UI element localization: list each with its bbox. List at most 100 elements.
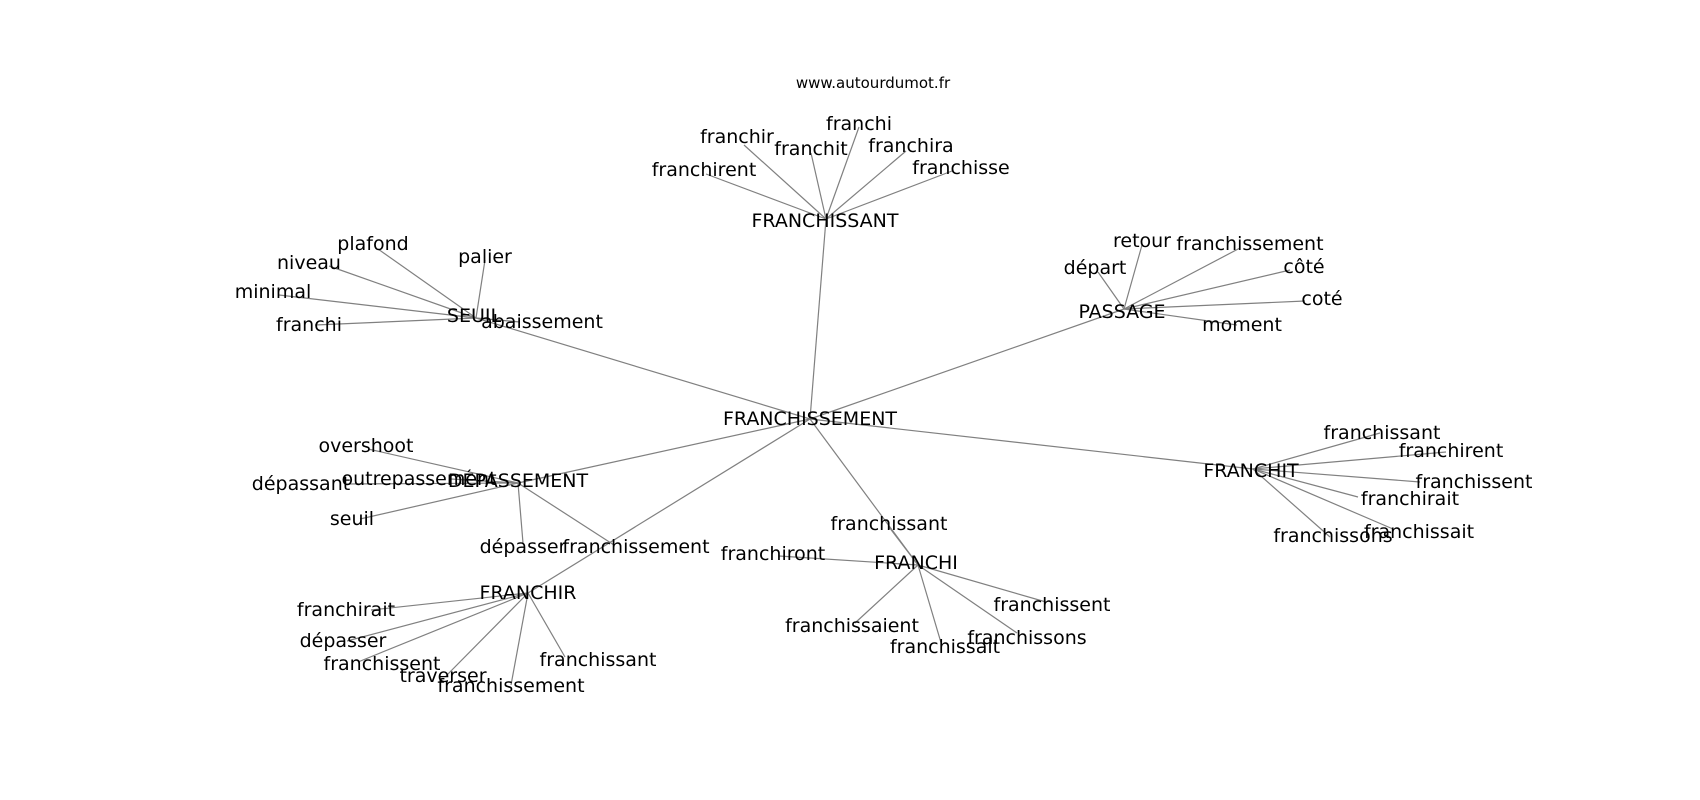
- edge-hub-5-leaf-1: [778, 555, 919, 566]
- edge-hub-5-leaf-2: [917, 564, 1047, 603]
- edge-hub-4-leaf-2: [1252, 468, 1421, 483]
- edge-hub-4-leaf-3: [1252, 468, 1359, 498]
- leaf-node-label: franchissons: [967, 627, 1086, 649]
- edge-hub-0-leaf-3: [825, 150, 907, 220]
- edge-hub-3-leaf-2: [344, 482, 519, 485]
- hub-node-label: SEUIL: [447, 305, 502, 327]
- edge-hub-1-leaf-4: [314, 317, 477, 326]
- leaf-node-label: franchirait: [297, 599, 395, 621]
- leaf-node-label: franchissement: [562, 536, 709, 558]
- edge-hub-5-leaf-0: [888, 526, 919, 566]
- leaf-node-label: franchi: [826, 113, 892, 135]
- edge-hub-4-leaf-0: [1252, 432, 1381, 470]
- edge-root-hub-2: [809, 308, 1125, 420]
- edge-hub-2-leaf-4: [1123, 300, 1306, 310]
- edge-hub-2-leaf-2: [1097, 271, 1125, 310]
- leaf-node-label: franchissant: [540, 649, 657, 671]
- leaf-node-label: franchissent: [994, 594, 1111, 616]
- leaf-node-label: minimal: [235, 281, 312, 303]
- leaf-node-label: franchiront: [721, 543, 825, 565]
- edge-hub-0-leaf-5: [825, 170, 953, 220]
- edge-root-hub-4: [809, 418, 1254, 470]
- edge-hub-6-leaf-1: [346, 592, 529, 642]
- leaf-node-label: franchissement: [437, 675, 584, 697]
- leaf-node-label: palier: [458, 246, 512, 268]
- leaf-node-label: franchir: [700, 126, 774, 148]
- edge-hub-5-leaf-3: [854, 564, 919, 624]
- edge-hub-2-leaf-0: [1123, 244, 1143, 310]
- edge-root-hub-0: [809, 218, 827, 420]
- edge-hub-4-leaf-4: [1252, 468, 1394, 530]
- edge-hub-0-leaf-2: [825, 126, 860, 220]
- edge-root-hub-1: [475, 317, 811, 420]
- leaf-node-label: franchirent: [652, 159, 757, 181]
- leaf-node-label: moment: [1202, 314, 1282, 336]
- edge-hub-6-leaf-5: [510, 592, 529, 686]
- edges-layer: [278, 126, 1447, 686]
- edge-hub-1-leaf-3: [278, 294, 477, 319]
- edge-hub-0-leaf-1: [810, 152, 827, 220]
- leaf-node-label: franchissait: [1364, 521, 1474, 543]
- leaf-node-label: franchissant: [831, 513, 948, 535]
- edge-hub-4-leaf-1: [1252, 451, 1447, 470]
- leaf-node-label: côté: [1283, 256, 1324, 278]
- hub-node-label: PASSAGE: [1078, 301, 1165, 323]
- edge-hub-3-leaf-3: [359, 482, 519, 520]
- leaf-node-label: franchissement: [1176, 233, 1323, 255]
- edge-root-hub-6: [527, 418, 811, 594]
- edge-hub-6-leaf-4: [445, 592, 529, 677]
- edge-hub-2-leaf-1: [1123, 247, 1241, 310]
- edge-hub-5-leaf-4: [917, 564, 1018, 634]
- leaf-node-label: niveau: [277, 252, 341, 274]
- leaf-node-label: seuil: [330, 508, 374, 530]
- edge-hub-2-leaf-3: [1123, 269, 1291, 310]
- leaf-node-label: franchissait: [890, 636, 1000, 658]
- leaf-node-label: coté: [1301, 288, 1342, 310]
- edge-hub-6-leaf-2: [357, 592, 529, 663]
- leaf-node-label: traverser: [399, 665, 486, 687]
- leaf-node-label: dépasser: [480, 536, 567, 558]
- leaf-node-label: retour: [1113, 230, 1171, 252]
- hub-node-label: FRANCHI: [874, 552, 958, 574]
- leaf-node-label: franchissaient: [785, 615, 919, 637]
- edge-hub-4-leaf-5: [1252, 468, 1331, 538]
- leaf-node-label: franchissent: [1416, 471, 1533, 493]
- leaf-node-label: franchira: [868, 135, 953, 157]
- edge-hub-1-leaf-0: [377, 248, 477, 319]
- leaf-node-label: franchi: [276, 314, 342, 336]
- watermark: www.autourdumot.fr: [796, 74, 951, 92]
- edge-hub-6-leaf-0: [370, 592, 529, 611]
- edge-hub-3-leaf-1: [450, 478, 519, 484]
- leaf-node-label: franchissons: [1273, 525, 1392, 547]
- edge-hub-3-leaf-5: [517, 482, 615, 546]
- leaf-node-label: overshoot: [318, 435, 413, 457]
- edge-hub-3-leaf-4: [517, 482, 524, 544]
- hub-node-label: FRANCHIR: [480, 582, 577, 604]
- leaf-node-label: franchirait: [1361, 488, 1459, 510]
- leaf-node-label: dépasser: [300, 630, 387, 652]
- leaf-node-label: franchissant: [1324, 422, 1441, 444]
- hub-node-label: FRANCHISSANT: [751, 210, 898, 232]
- edge-hub-1-leaf-1: [475, 259, 486, 319]
- leaf-node-label: franchirent: [1399, 440, 1504, 462]
- leaf-node-label: plafond: [337, 233, 408, 255]
- leaf-node-label: franchit: [774, 138, 847, 160]
- root-node-label: FRANCHISSEMENT: [723, 408, 897, 430]
- edge-hub-6-leaf-3: [527, 592, 566, 658]
- leaf-node-label: départ: [1064, 257, 1127, 279]
- edge-hub-3-leaf-0: [367, 448, 519, 484]
- edge-hub-0-leaf-0: [743, 144, 827, 220]
- edge-hub-5-leaf-5: [917, 564, 943, 647]
- hub-node-label: FRANCHIT: [1203, 460, 1299, 482]
- leaf-node-label: outrepassement: [341, 468, 496, 490]
- hub-node-label: DÉPASSEMENT: [448, 469, 589, 492]
- leaf-node-label: franchisse: [912, 157, 1009, 179]
- edge-hub-1-leaf-2: [328, 265, 477, 319]
- edge-root-hub-3: [517, 418, 811, 484]
- leaf-node-label: dépassant: [252, 473, 350, 495]
- leaf-node-label: franchissent: [324, 653, 441, 675]
- leaf-node-label: abaissement: [481, 311, 603, 333]
- edge-hub-1-leaf-5: [475, 317, 521, 323]
- edge-hub-2-leaf-5: [1123, 308, 1238, 326]
